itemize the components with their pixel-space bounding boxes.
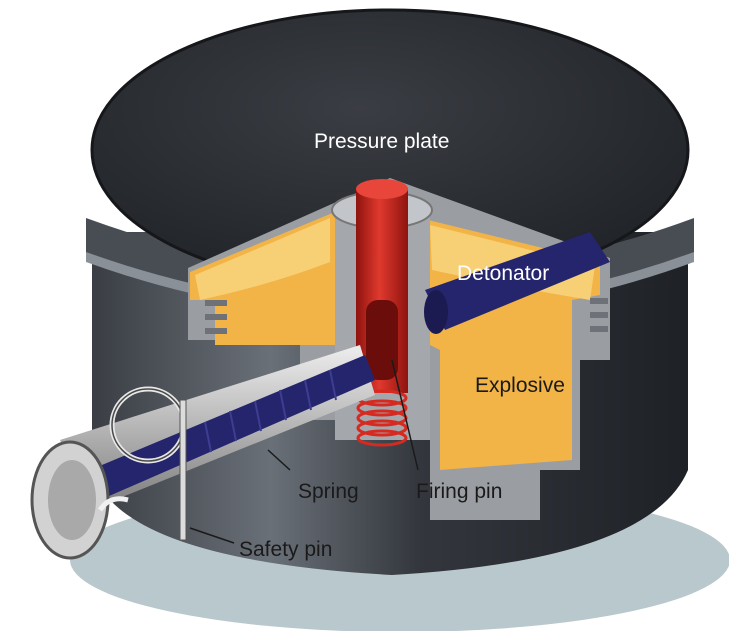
wall-threads-right — [590, 298, 608, 332]
label-detonator: Detonator — [457, 262, 549, 285]
label-safety-pin: Safety pin — [239, 538, 332, 561]
label-explosive: Explosive — [475, 374, 565, 397]
label-pressure-plate: Pressure plate — [314, 130, 449, 153]
label-firing-pin: Firing pin — [416, 480, 502, 503]
safety-pin-shaft — [180, 400, 186, 540]
label-spring: Spring — [298, 480, 359, 503]
sleeve-end-inner — [48, 460, 96, 540]
detonator-end — [424, 290, 448, 334]
firing-pin-top — [356, 179, 408, 199]
wall-threads-left — [205, 300, 227, 334]
